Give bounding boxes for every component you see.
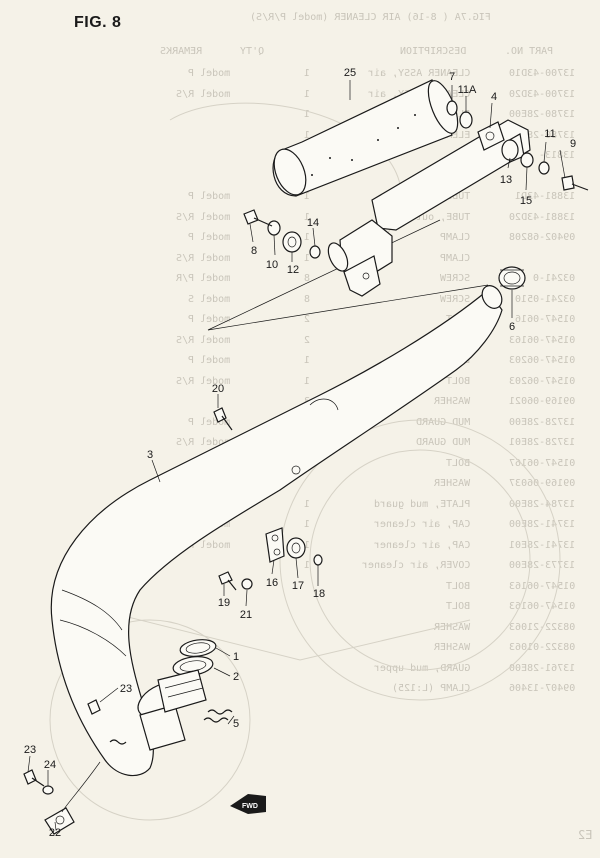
assembly-leader-lines [207,219,489,331]
callout-16: 16 [266,577,278,589]
figure-title: FIG. 8 [74,14,122,31]
exhaust-gaskets [157,639,217,713]
exhaust-pipe-chamber [44,285,503,835]
callout-5: 5 [233,718,239,730]
callout-3: 3 [147,449,153,461]
callout-19: 19 [218,597,230,609]
fwd-label: FWD [242,803,258,810]
tail-pipe [327,119,531,297]
callout-23-lower: 23 [24,744,36,756]
fwd-direction-badge: FWD [230,794,266,814]
callout-2: 2 [233,671,239,683]
callout-7: 7 [449,71,455,83]
callout-11a: 11A [458,84,477,96]
exhaust-springs [109,709,233,745]
callout-12: 12 [287,264,299,276]
joint-seal [498,266,526,290]
callout-17: 17 [292,580,304,592]
callout-25: 25 [344,67,356,79]
callout-1: 1 [233,651,239,663]
callout-14: 14 [307,217,319,229]
callout-leaders [27,80,566,831]
callout-18: 18 [313,588,325,600]
callout-21: 21 [240,609,252,621]
callout-4: 4 [491,91,497,103]
pipe-mount-hardware [23,407,323,795]
callout-labels: 25 7 11A 4 11 9 13 15 8 10 12 14 6 3 20 … [24,67,576,839]
callout-8: 8 [251,245,257,257]
callout-23-upper: 23 [120,683,132,695]
callout-24: 24 [44,759,56,771]
callout-15: 15 [520,195,532,207]
muffler-body [272,79,459,197]
bolts-upper [243,175,589,227]
callout-22: 22 [49,827,61,839]
callout-11: 11 [544,128,555,140]
callout-10: 10 [266,259,278,271]
callout-6: 6 [509,321,515,333]
callout-9: 9 [570,138,576,150]
callout-20: 20 [212,383,224,395]
callout-13: 13 [500,174,512,186]
